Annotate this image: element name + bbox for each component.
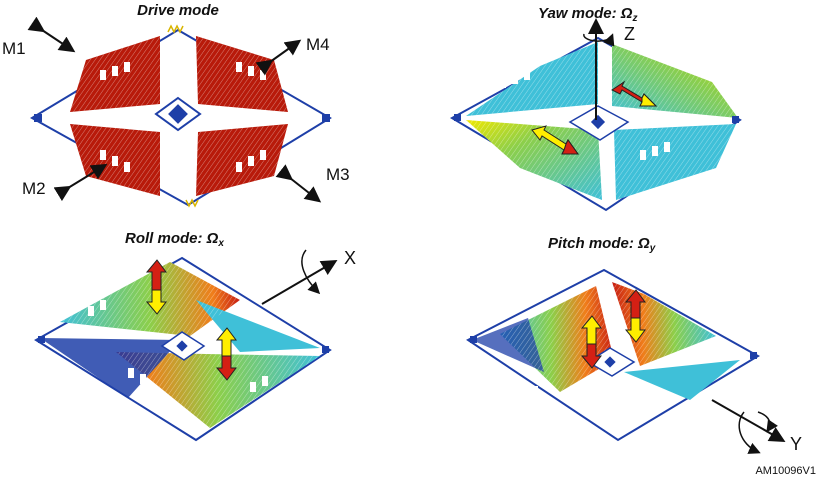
yaw-mode-title-text: Yaw mode: Ω: [538, 5, 633, 22]
yaw-mode-title-sub: z: [632, 13, 638, 24]
figure-code: AM10096V1: [755, 465, 816, 477]
drive-mode-title: Drive mode: [137, 2, 219, 19]
pitch-mode-panel: Pitch mode: Ωy: [466, 235, 802, 454]
yaw-mode-title: Yaw mode: Ωz: [538, 5, 638, 24]
yaw-motion-arrows: [531, 80, 658, 155]
pitch-mode-title: Pitch mode: Ωy: [548, 235, 656, 254]
z-axis-indicator: Z: [583, 18, 635, 120]
roll-motion-arrows: [145, 259, 237, 381]
y-axis-indicator: Y: [711, 399, 802, 454]
pitch-motion-arrows: [580, 289, 646, 369]
x-axis-indicator: X: [261, 248, 356, 305]
mass-label-m3: M3: [326, 165, 350, 184]
roll-mode-title: Roll mode: Ωx: [125, 230, 224, 249]
z-axis-label: Z: [624, 24, 635, 44]
x-axis-label: X: [344, 248, 356, 268]
drive-mode-device: [30, 24, 332, 208]
pitch-mode-title-sub: y: [649, 243, 656, 254]
drive-center-anchor: [168, 104, 188, 124]
roll-mode-title-text: Roll mode: Ω: [125, 230, 219, 247]
mass-label-m4: M4: [306, 35, 330, 54]
pitch-mode-device: [466, 268, 760, 442]
roll-mode-title-sub: x: [217, 238, 224, 249]
mass-label-m2: M2: [22, 179, 46, 198]
drive-motion-arrows: [27, 16, 322, 203]
drive-mode-panel: Drive mode: [2, 2, 350, 208]
pitch-mode-title-text: Pitch mode: Ω: [548, 235, 650, 252]
yaw-mode-panel: Yaw mode: Ωz: [449, 5, 742, 212]
roll-mode-device: [34, 256, 332, 442]
y-axis-label: Y: [790, 434, 802, 454]
roll-mode-panel: Roll mode: Ωx: [34, 230, 356, 442]
mass-label-m1: M1: [2, 39, 26, 58]
